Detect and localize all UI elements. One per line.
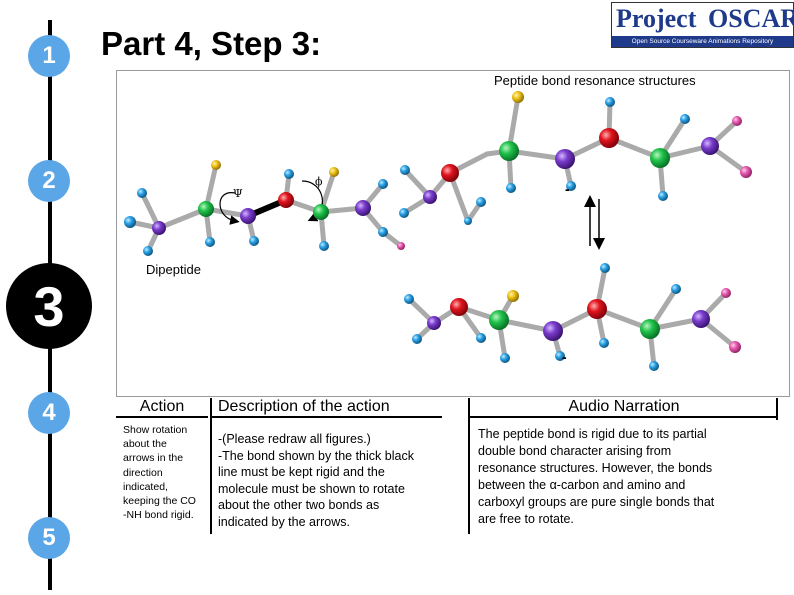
resonance-equilibrium-arrows (584, 195, 605, 250)
logo-tagline: Open Source Courseware Animations Reposi… (612, 36, 793, 47)
action-line: arrows in the (123, 452, 184, 465)
psi-symbol: Ψ (233, 187, 243, 200)
action-line: Show rotation (123, 424, 188, 436)
resonance-top-atoms (399, 91, 752, 225)
dipeptide-atoms (124, 160, 405, 256)
audio-header: Audio Narration (470, 398, 778, 418)
page-title: Part 4, Step 3: (101, 25, 322, 62)
logo-word-oscar: OSCAR (708, 4, 794, 33)
audio-line: are free to rotate. (478, 511, 574, 526)
charge-symbol-bottom: - (562, 349, 567, 365)
description-line: about the other two bonds as (218, 498, 380, 512)
project-oscar-logo: Project OSCAR Open Source Courseware Ani… (611, 2, 794, 48)
audio-line: carboxyl groups are pure single bonds th… (478, 494, 715, 509)
phi-symbol: ϕ (315, 175, 323, 188)
charge-symbol-top: - (565, 181, 570, 197)
description-cell: -(Please redraw all figures.) -The bond s… (218, 431, 466, 530)
step-3-button[interactable]: 3 (6, 263, 92, 349)
action-line: -NH bond rigid. (123, 509, 194, 522)
step-2-button[interactable]: 2 (28, 160, 70, 202)
action-line: indicated, (123, 480, 168, 493)
audio-line: The peptide bond is rigid due to its par… (478, 427, 707, 441)
molecule-diagram (124, 91, 752, 371)
logo-word-project: Project (616, 4, 697, 33)
action-line: keeping the CO (123, 495, 196, 508)
audio-line: resonance structures. However, the bonds (478, 460, 713, 475)
audio-line: double bond character arising from (478, 443, 672, 458)
step-1-button[interactable]: 1 (28, 35, 70, 77)
audio-narration-cell: The peptide bond is rigid due to its par… (478, 426, 778, 527)
description-line: line must be kept rigid and the (218, 465, 385, 479)
description-line: indicated by the arrows. (218, 514, 351, 529)
description-line: -The bond shown by the thick black (218, 448, 414, 463)
column-divider-2 (468, 398, 470, 534)
column-divider-3 (776, 398, 778, 420)
step-5-button[interactable]: 5 (28, 517, 70, 559)
description-line: molecule must be shown to rotate (218, 481, 405, 496)
animation-frame: Peptide bond resonance structures Dipept… (116, 70, 790, 397)
resonance-bottom-atoms (404, 263, 741, 371)
description-line: -(Please redraw all figures.) (218, 432, 371, 446)
action-line: about the (123, 438, 167, 451)
dipeptide-label: Dipeptide (146, 262, 201, 277)
column-divider-1 (210, 398, 212, 534)
description-header: Description of the action (212, 398, 442, 418)
figure-caption: Peptide bond resonance structures (494, 73, 696, 88)
step-4-button[interactable]: 4 (28, 392, 70, 434)
action-line: direction (123, 466, 163, 479)
audio-line: between the α-carbon and amino and (478, 477, 686, 492)
psi-rotation-arrow (219, 192, 240, 225)
action-header: Action (116, 398, 208, 418)
